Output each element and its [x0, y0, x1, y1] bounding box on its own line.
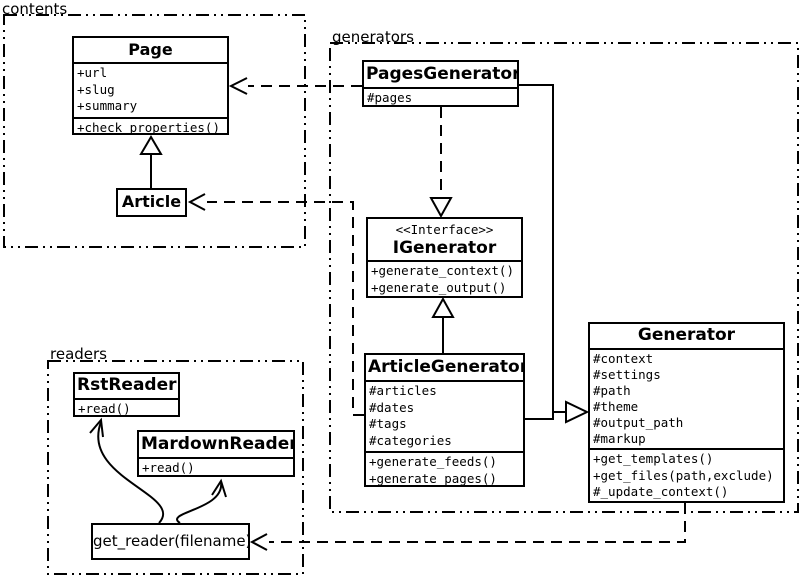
hollow-triangle-icon [139, 135, 163, 155]
hollow-triangle-icon [429, 197, 453, 219]
function-box-getreader: get_reader(filename) [91, 523, 250, 560]
class-name: Generator [637, 325, 736, 345]
class-name: IGenerator [392, 238, 497, 258]
class-attribute: #articles [369, 383, 437, 398]
package-border-readers [47, 360, 304, 575]
package-label-readers: readers [50, 345, 107, 363]
class-box-igenerator: <<Interface>> IGenerator +generate_conte… [366, 217, 523, 298]
class-attribute: +slug [77, 81, 115, 97]
attributes-compartment: #context #settings #path #theme #output_… [590, 348, 783, 448]
class-method: +generate_output() [371, 279, 507, 295]
class-attribute: #markup [593, 431, 646, 446]
open-arrowhead-icon [211, 478, 227, 498]
class-attribute: #settings [593, 367, 661, 382]
methods-compartment: +generate_context() +generate_output() [368, 260, 521, 296]
class-method: +generate_context() [371, 263, 514, 278]
class-attribute: #pages [367, 90, 413, 105]
class-name: Article [121, 192, 182, 211]
class-box-mardownreader: MardownReader +read() [137, 430, 295, 477]
methods-compartment: +generate_feeds() +generate_pages() [366, 451, 523, 486]
class-name: Page [128, 40, 173, 59]
open-arrowhead-icon [249, 533, 268, 551]
methods-compartment: +read() [75, 398, 178, 416]
methods-compartment: +read() [139, 457, 293, 475]
class-name: RstReader [77, 375, 177, 395]
class-method: +get_files(path,exclude) [593, 467, 774, 483]
edge-getreader-to-rstreader [97, 421, 165, 524]
hollow-triangle-icon [431, 296, 455, 318]
class-attribute: +url [77, 65, 108, 80]
class-attribute: #path [593, 383, 631, 398]
class-box-rstreader: RstReader +read() [73, 372, 180, 417]
class-name: MardownReader [141, 434, 295, 454]
package-border-generators [329, 42, 799, 513]
attributes-compartment: #articles #dates #tags #categories [366, 380, 523, 451]
methods-compartment: +get_templates() +get_files(path,exclude… [590, 448, 783, 501]
interface-header: <<Interface>> IGenerator [368, 219, 521, 260]
edge-generator-uses-getreader [269, 503, 686, 543]
open-arrowhead-icon [228, 77, 248, 95]
class-method: +generate_pages() [369, 470, 497, 486]
attributes-compartment: +url +slug +summary [74, 62, 227, 117]
package-label-contents: contents [2, 0, 68, 18]
edge-articlegenerator-extends-generator [525, 410, 554, 420]
edge-articlegenerator-uses-article [207, 201, 364, 416]
attributes-compartment: #pages [364, 87, 517, 105]
class-box-articlegenerator: ArticleGenerator #articles #dates #tags … [364, 353, 525, 487]
class-attribute: #dates [369, 399, 415, 415]
open-arrowhead-icon [89, 417, 104, 438]
class-attribute: #tags [369, 416, 407, 431]
class-attribute: #output_path [593, 415, 684, 430]
class-attribute: #theme [593, 399, 639, 414]
class-box-page: Page +url +slug +summary +check_properti… [72, 36, 229, 135]
class-box-article: Article [116, 188, 187, 217]
class-attribute: +summary [77, 98, 138, 113]
open-arrowhead-icon [187, 193, 206, 211]
edge-getreader-to-mardownreader [176, 481, 223, 524]
class-name: ArticleGenerator [368, 357, 525, 377]
function-label: get_reader(filename) [93, 532, 250, 550]
interface-stereotype: <<Interface>> [395, 222, 494, 237]
edge-pagesgenerator-extends-generator [519, 84, 565, 413]
methods-compartment: +check_properties() [74, 116, 227, 135]
class-box-generator: Generator #context #settings #path #them… [588, 322, 785, 503]
package-label-generators: generators [332, 28, 414, 46]
class-method: +read() [78, 401, 131, 416]
class-method: #_update_context() [593, 484, 729, 499]
class-method: +generate_feeds() [369, 454, 497, 469]
class-box-pagesgenerator: PagesGenerator #pages [362, 60, 519, 107]
package-border-contents [3, 14, 306, 248]
class-method: +get_templates() [593, 451, 714, 466]
class-method: +check_properties() [77, 119, 220, 135]
class-attribute: #categories [369, 432, 452, 448]
class-attribute: #context [593, 351, 654, 366]
class-name: PagesGenerator [366, 64, 519, 84]
hollow-triangle-icon [565, 400, 590, 424]
class-method: +read() [142, 460, 195, 475]
